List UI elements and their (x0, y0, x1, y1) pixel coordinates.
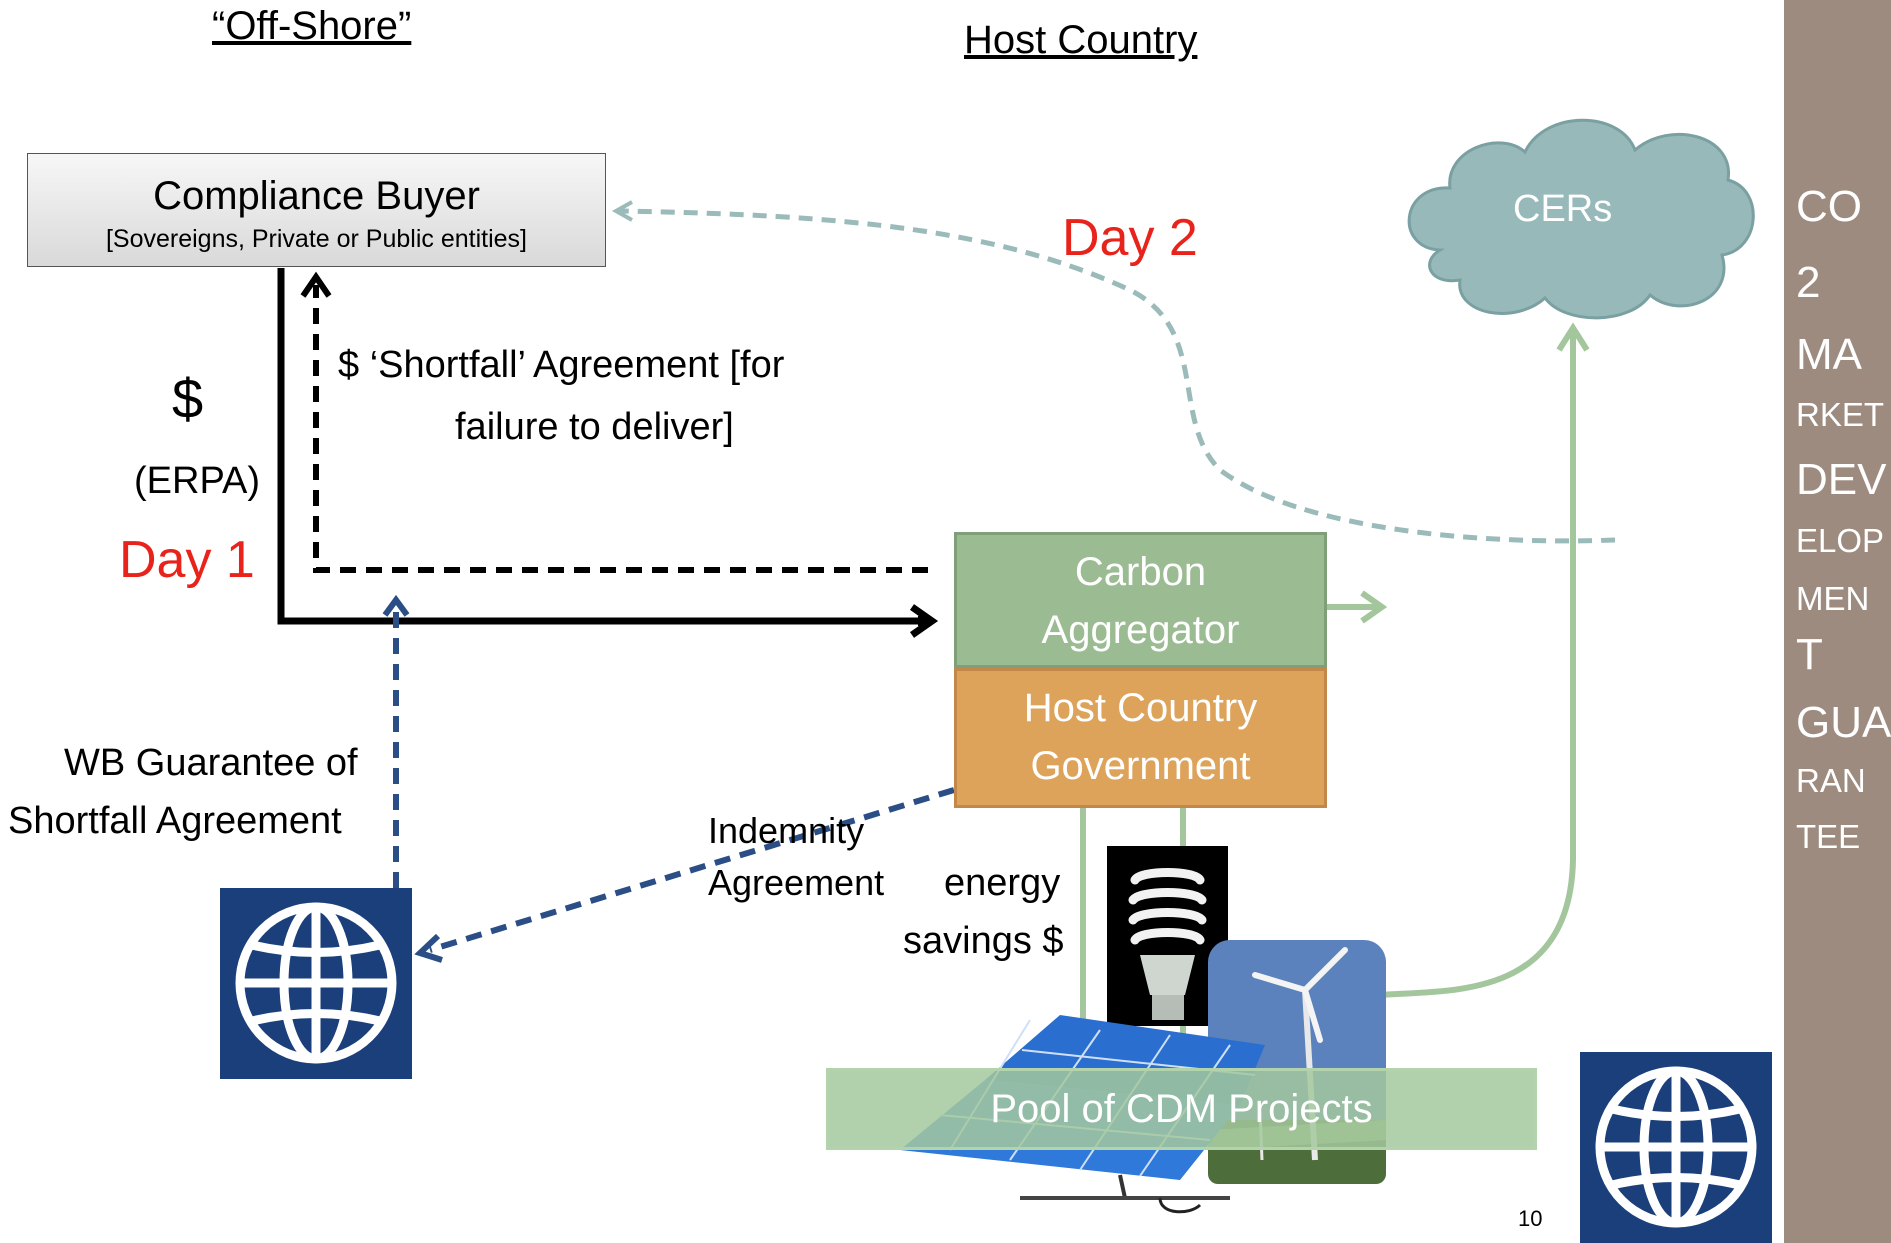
erpa-label: (ERPA) (134, 460, 260, 502)
cer-delivery-dashed-arrow (619, 208, 1616, 544)
shortfall-dashed-arrow (313, 285, 928, 573)
wb-guarantee-line2: Shortfall Agreement (8, 800, 342, 842)
day1-label: Day 1 (119, 531, 255, 589)
dollar-label: $ (172, 367, 204, 430)
energy-savings-line1: energy (944, 862, 1061, 904)
sidebar-line: RKET (1796, 396, 1885, 433)
carbon-aggregator-box: Carbon Aggregator (954, 532, 1327, 668)
host-government-box: Host Country Government (954, 668, 1327, 808)
sidebar-title: CO 2 MA RKET DEV ELOP MEN T GUA RAN TEE (1784, 0, 1891, 1243)
world-bank-globe-icon-corner (1580, 1052, 1772, 1243)
indemnity-line2: Agreement (708, 862, 885, 903)
cers-cloud (1407, 118, 1755, 320)
compliance-buyer-title: Compliance Buyer (153, 174, 480, 218)
sidebar-line: CO (1796, 182, 1862, 231)
cers-label: CERs (1513, 188, 1613, 230)
host-government-line1: Host Country (1023, 686, 1258, 730)
sidebar-line: TEE (1796, 818, 1861, 855)
indemnity-dashed-arrow (429, 787, 955, 953)
world-bank-globe-icon (220, 888, 412, 1079)
offshore-header: “Off-Shore” (212, 4, 412, 48)
erpa-payment-arrow (277, 268, 925, 621)
host-government-line2: Government (1030, 744, 1251, 788)
sidebar-line: T (1796, 630, 1823, 679)
energy-savings-line2: savings $ (903, 920, 1064, 962)
shortfall-agreement-line1: $ ‘Shortfall’ Agreement [for (338, 344, 785, 386)
host-country-header: Host Country (964, 18, 1198, 62)
carbon-aggregator-line1: Carbon (1074, 550, 1207, 594)
cfl-bulb-icon (1107, 846, 1228, 1026)
sidebar-line: GUA (1796, 698, 1891, 747)
compliance-buyer-box: Compliance Buyer [Sovereigns, Private or… (27, 153, 606, 267)
compliance-buyer-subtitle: [Sovereigns, Private or Public entities] (105, 225, 528, 253)
sidebar-line: ELOP (1796, 522, 1885, 559)
sidebar-line: 2 (1796, 258, 1821, 307)
shortfall-agreement-line2: failure to deliver] (455, 406, 734, 448)
wb-guarantee-line1: WB Guarantee of (64, 742, 358, 784)
indemnity-line1: Indemnity (708, 810, 865, 851)
carbon-aggregator-line2: Aggregator (1041, 608, 1240, 652)
day2-label: Day 2 (1062, 209, 1198, 267)
sidebar-line: RAN (1796, 762, 1866, 799)
sidebar-line: MA (1796, 330, 1862, 379)
sidebar-line: DEV (1796, 455, 1887, 504)
page-number: 10 (1518, 1206, 1543, 1231)
sidebar-line: MEN (1796, 580, 1870, 617)
pool-of-cdm-projects-box: Pool of CDM Projects (826, 1068, 1537, 1150)
